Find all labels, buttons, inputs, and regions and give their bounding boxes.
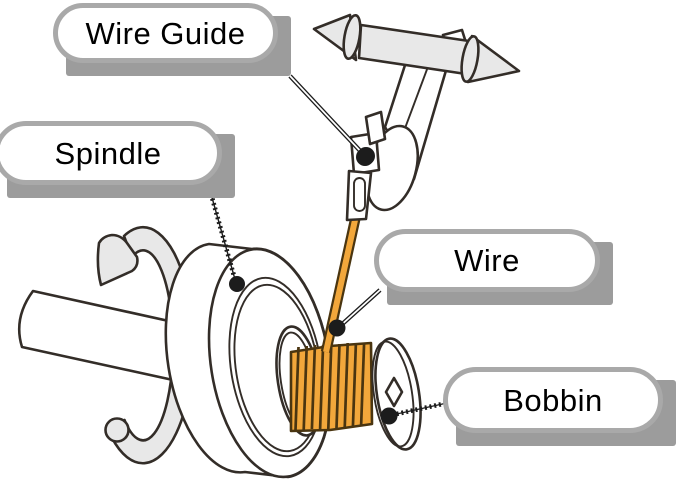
callout-pill: Wire xyxy=(374,229,600,292)
callout-bobbin: Bobbin xyxy=(443,367,676,446)
callout-spindle: Spindle xyxy=(0,121,235,198)
leader-line-spindle xyxy=(208,193,239,284)
callout-pill: Bobbin xyxy=(443,367,663,433)
callout-text-spindle: Spindle xyxy=(54,135,162,171)
leader-line-wire xyxy=(337,288,382,329)
callout-text-wire-guide: Wire Guide xyxy=(85,15,246,51)
spindle-shaft xyxy=(18,289,198,387)
bobbin-axle-hole xyxy=(384,376,404,408)
anchor-dot-bobbin xyxy=(380,407,398,425)
rotation-arrow-tail-cap xyxy=(104,417,130,443)
callout-text-bobbin: Bobbin xyxy=(503,382,603,418)
traverse-arrow-left-base xyxy=(342,13,362,61)
bobbin-right-flange-rim xyxy=(371,340,415,448)
traverse-arrow-icon xyxy=(312,13,521,84)
guide-block-tab xyxy=(364,110,387,146)
bobbin-coil-turns xyxy=(294,342,366,431)
callout-text-wire: Wire xyxy=(454,243,520,278)
anchor-dot-wire-guide xyxy=(356,148,374,166)
leader-line-wire-guide xyxy=(288,74,366,157)
callout-wire-guide: Wire Guide xyxy=(53,3,291,76)
anchor-dot-spindle xyxy=(229,276,245,292)
traverse-arrow-right-base xyxy=(460,35,480,83)
callout-pill: Spindle xyxy=(0,121,222,185)
leader-line-bobbin xyxy=(391,400,448,418)
callout-wire: Wire xyxy=(374,229,613,305)
anchor-dot-wire xyxy=(328,319,346,337)
rotation-arrow-head xyxy=(96,233,139,287)
callout-pill: Wire Guide xyxy=(53,3,278,63)
guide-lower-arm-slot xyxy=(353,177,366,212)
